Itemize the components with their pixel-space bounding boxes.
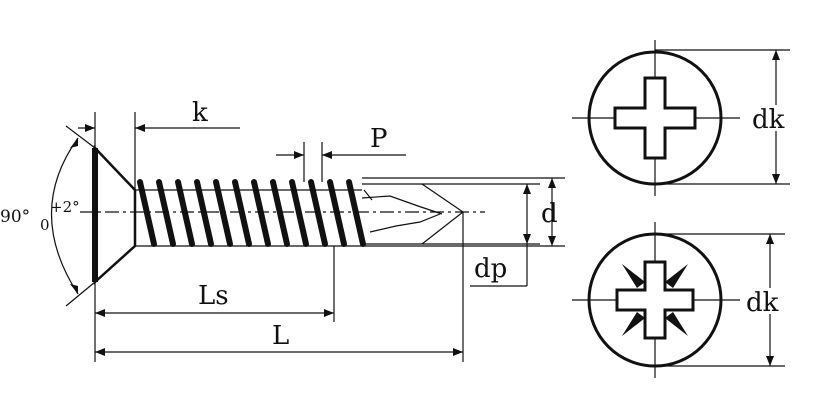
thread-crest (137, 179, 157, 247)
k-dimension (78, 112, 240, 190)
dk-top-label: dk (752, 105, 785, 135)
l-dimension (95, 212, 464, 362)
ls-label: Ls (198, 281, 229, 311)
thread-crest (213, 179, 233, 247)
dp-dimension (422, 183, 540, 287)
screw-threads (137, 179, 366, 247)
ls-dimension (94, 246, 335, 362)
screw-head-side (92, 144, 137, 285)
thread-crest (289, 179, 309, 247)
pitch-dimension (276, 142, 406, 182)
thread-crest (308, 179, 328, 247)
l-label: L (272, 321, 289, 351)
thread-crest (194, 179, 214, 247)
p-label: P (370, 124, 388, 154)
k-label: k (192, 98, 208, 128)
angle-tolerance-lower: 0 (40, 216, 50, 234)
pozidriv-head-view (572, 222, 785, 378)
thread-crest (175, 179, 195, 247)
angle-dimension (50, 125, 96, 307)
thread-crest (156, 179, 176, 247)
thread-crest (232, 179, 252, 247)
angle-label: 90° (0, 207, 30, 227)
phillips-head-view (572, 40, 790, 196)
thread-crest (346, 179, 366, 247)
angle-tolerance-upper: +2° (50, 198, 80, 216)
drill-point-side (361, 183, 464, 245)
thread-crest (251, 179, 271, 247)
thread-crest (327, 179, 347, 247)
d-label: d (541, 199, 558, 229)
dk-bottom-label: dk (746, 288, 779, 318)
dp-label: dp (474, 254, 507, 284)
thread-crest (270, 179, 290, 247)
